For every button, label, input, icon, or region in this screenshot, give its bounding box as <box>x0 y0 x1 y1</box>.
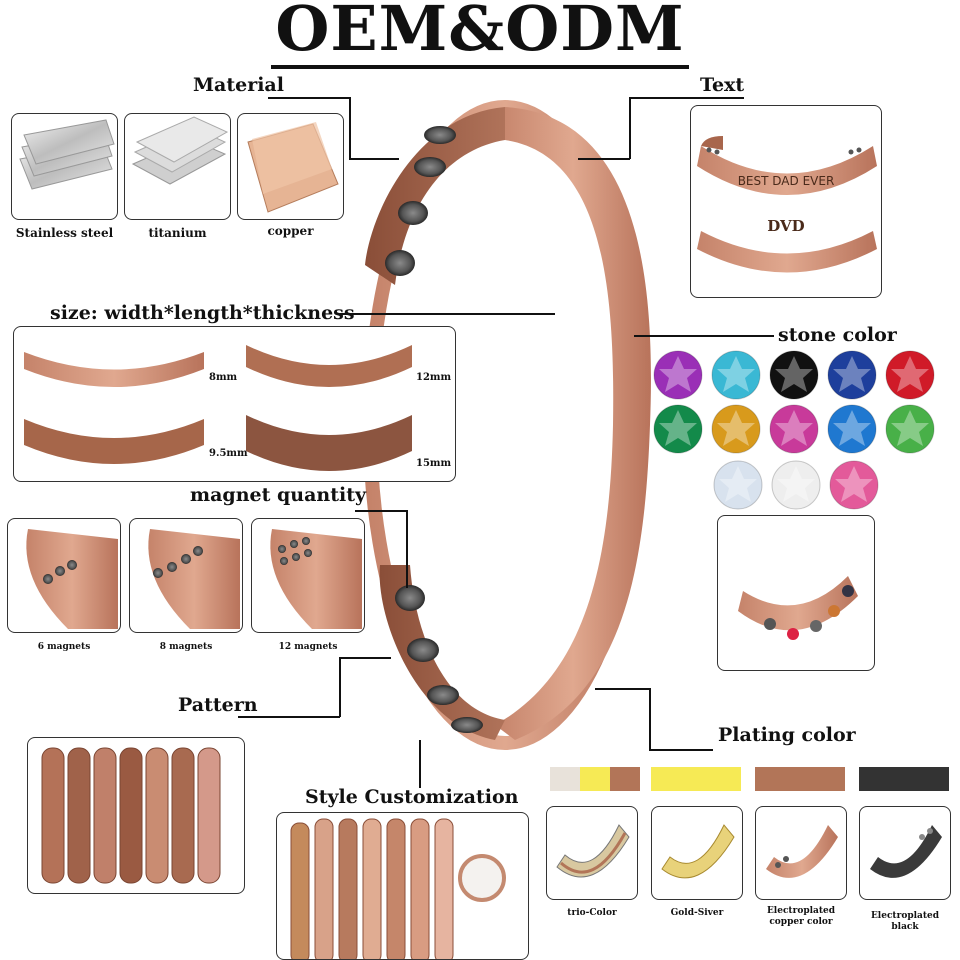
material-label: titanium <box>148 226 207 240</box>
size-panel <box>13 326 456 482</box>
magnet-12-image <box>251 518 365 633</box>
stone-color-swatch <box>769 404 819 454</box>
material-copper-swatch <box>237 113 344 220</box>
stone-color-swatch <box>885 404 935 454</box>
plating-color-swatch <box>651 767 741 791</box>
stone-color-swatch <box>769 350 819 400</box>
magnet-label: 12 magnets <box>278 642 338 652</box>
pattern-heading: Pattern <box>178 694 258 716</box>
plating-color-swatch <box>580 767 610 791</box>
plating-color-swatch <box>550 767 580 791</box>
width-label: 12mm <box>416 372 452 383</box>
text-heading: Text <box>700 74 745 96</box>
stone-color-swatch <box>653 350 703 400</box>
magnet-8-image <box>129 518 243 633</box>
engraving-text: DVD <box>767 217 805 235</box>
material-label: copper <box>267 224 314 238</box>
stone-color-swatch <box>771 460 821 510</box>
plating-color-swatch <box>859 767 949 791</box>
stone-color-swatch <box>653 404 703 454</box>
width-label: 9.5mm <box>209 448 248 459</box>
material-heading: Material <box>193 74 284 96</box>
page-title: OEM&ODM <box>0 0 960 69</box>
magnet-heading: magnet quantity <box>190 484 367 506</box>
plating-color-swatch <box>610 767 640 791</box>
material-titanium-swatch <box>124 113 231 220</box>
stone-color-swatch <box>885 350 935 400</box>
plating-black-image <box>859 806 951 900</box>
plating-label: Gold-Siver <box>670 908 724 918</box>
stone-color-swatch <box>711 404 761 454</box>
stone-color-swatch <box>711 350 761 400</box>
material-stainless-steel-swatch <box>11 113 118 220</box>
pattern-panel <box>27 737 245 894</box>
plating-color-swatch <box>755 767 845 791</box>
magnet-label: 6 magnets <box>37 642 91 652</box>
plating-copper-image <box>755 806 847 900</box>
style-panel <box>276 812 529 960</box>
plating-label: Electroplated black <box>870 911 940 932</box>
plating-trio-image <box>546 806 638 900</box>
width-label: 8mm <box>209 372 238 383</box>
size-heading: size: width*length*thickness <box>50 302 355 324</box>
magnet-label: 8 magnets <box>159 642 213 652</box>
material-label: Stainless steel <box>15 226 114 240</box>
style-heading: Style Customization <box>305 786 519 808</box>
stone-color-swatch <box>827 404 877 454</box>
engraving-text: BEST DAD EVER <box>737 174 835 188</box>
plating-gold-silver-image <box>651 806 743 900</box>
stone-color-swatch <box>827 350 877 400</box>
text-engraving-panel <box>690 105 882 298</box>
stone-color-swatch <box>829 460 879 510</box>
plating-label: Electroplated copper color <box>766 906 836 927</box>
central-copper-bangle <box>363 100 651 750</box>
stone-color-swatch <box>713 460 763 510</box>
width-label: 15mm <box>416 458 452 469</box>
plating-label: trio-Color <box>567 908 617 918</box>
magnet-6-image <box>7 518 121 633</box>
plating-heading: Plating color <box>718 724 856 746</box>
stone-bangle-panel <box>717 515 875 671</box>
stone-heading: stone color <box>778 324 897 346</box>
